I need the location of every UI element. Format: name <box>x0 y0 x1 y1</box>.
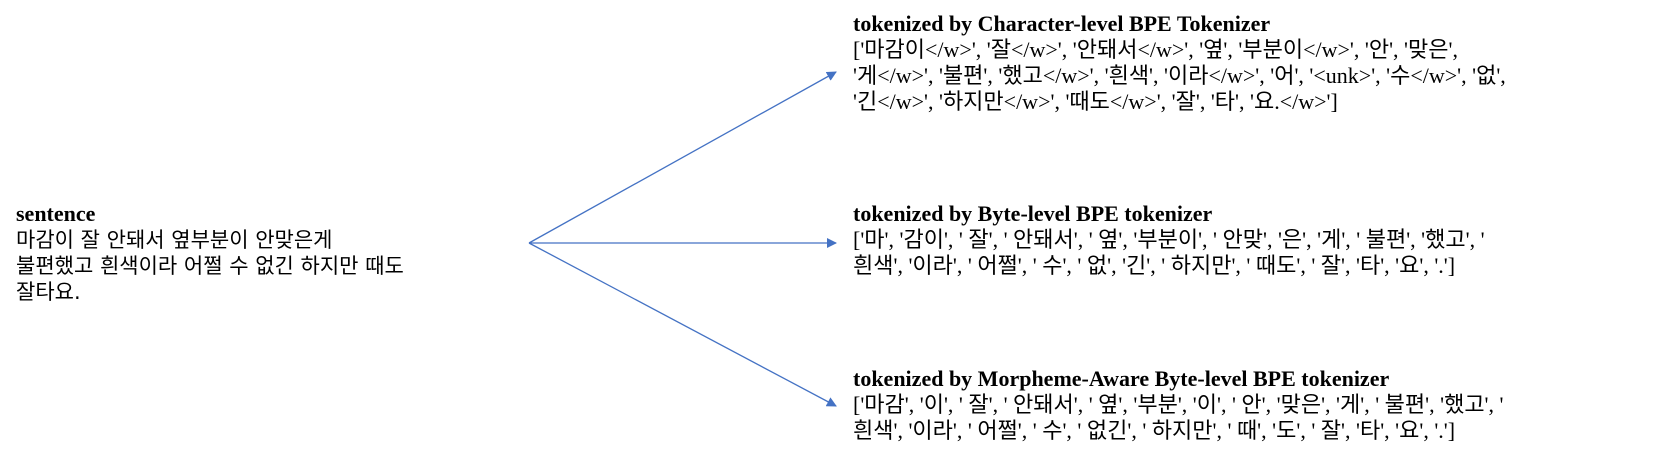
token-line: 흰색', '이라', ' 어쩔', ' 수', ' 없', '긴', ' 하지만… <box>853 253 1456 278</box>
source-line: 불편했고 흰색이라 어쩔 수 없긴 하지만 때도 <box>16 254 404 278</box>
character-bpe-output: tokenized by Character-level BPE Tokeniz… <box>853 11 1506 115</box>
token-line: '게</w>', '불편', '했고</w>', '흰색', '이라</w>',… <box>853 63 1506 88</box>
source-line: 마감이 잘 안돼서 옆부분이 안맞은게 <box>16 228 333 252</box>
byte-bpe-output: tokenized by Byte-level BPE tokenizer ['… <box>853 201 1485 279</box>
source-sentence-block: sentence 마감이 잘 안돼서 옆부분이 안맞은게 불편했고 흰색이라 어… <box>16 201 404 305</box>
output-title: tokenized by Morpheme-Aware Byte-level B… <box>853 366 1390 391</box>
arrow-to-character-bpe <box>528 71 837 244</box>
output-title: tokenized by Byte-level BPE tokenizer <box>853 201 1213 226</box>
output-title: tokenized by Character-level BPE Tokeniz… <box>853 11 1271 36</box>
morpheme-bpe-output: tokenized by Morpheme-Aware Byte-level B… <box>853 366 1503 444</box>
token-line: ['마', '감이', ' 잘', ' 안돼서', ' 옆', '부분이', '… <box>853 227 1485 252</box>
token-line: 흰색', '이라', ' 어쩔', ' 수', ' 없긴', ' 하지만', '… <box>853 418 1456 443</box>
source-line: 잘타요. <box>16 280 81 304</box>
token-line: ['마감이</w>', '잘</w>', '안돼서</w>', '옆', '부분… <box>853 37 1458 62</box>
source-title: sentence <box>16 201 96 226</box>
token-line: '긴</w>', '하지만</w>', '때도</w>', '잘', '타', … <box>853 89 1338 114</box>
token-line: ['마감', '이', ' 잘', ' 안돼서', ' 옆', '부분', '이… <box>853 392 1504 417</box>
arrow-to-morpheme-bpe <box>528 242 837 407</box>
